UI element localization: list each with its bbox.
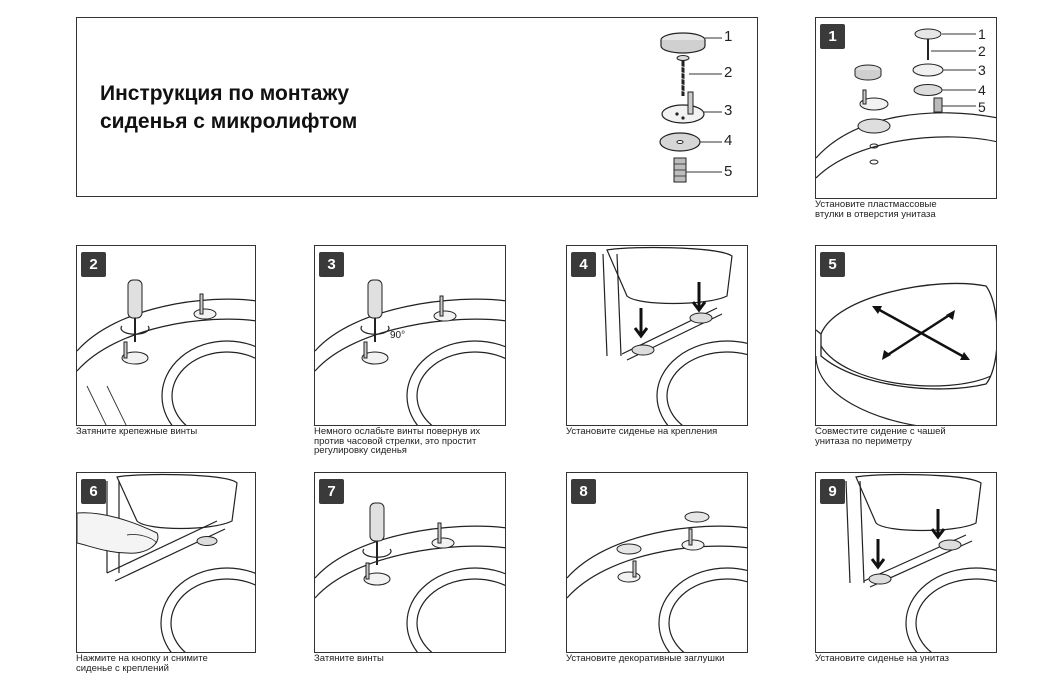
step-1-panel: 1 1 2 3 4 5 bbox=[815, 17, 997, 199]
step-1-part-4: 4 bbox=[978, 82, 986, 98]
part-screw bbox=[676, 55, 722, 96]
parts-diagram bbox=[659, 32, 722, 183]
step-6-caption: Нажмите на кнопку и снимите сиденье с кр… bbox=[76, 653, 208, 674]
step-3-panel: 3 90° bbox=[314, 245, 506, 426]
step-1-illustration bbox=[816, 28, 996, 179]
step-3-angle-label: 90° bbox=[390, 330, 406, 341]
step-8-panel: 8 bbox=[566, 472, 748, 653]
step-1-badge: 1 bbox=[820, 24, 845, 49]
part-number-5: 5 bbox=[724, 163, 733, 180]
step-5-illustration bbox=[816, 282, 996, 425]
step-9-panel: 9 bbox=[815, 472, 997, 653]
step-7-caption: Затяните винты bbox=[314, 653, 384, 664]
step-5-caption: Совместите сидение с чашей унитаза по пе… bbox=[815, 426, 946, 447]
header-panel: 1 2 3 4 5 bbox=[76, 17, 758, 197]
step-8-badge: 8 bbox=[571, 479, 596, 504]
step-4-caption: Установите сиденье на крепления bbox=[566, 426, 718, 437]
step-2-illustration bbox=[77, 279, 255, 425]
step-7-panel: 7 bbox=[314, 472, 506, 653]
step-6-panel: 6 bbox=[76, 472, 256, 653]
step-1-part-5: 5 bbox=[978, 99, 986, 115]
page-title: Инструкция по монтажу сиденья с микролиф… bbox=[100, 82, 358, 133]
step-4-badge: 4 bbox=[571, 252, 596, 277]
step-6-illustration bbox=[77, 473, 255, 652]
part-number-2: 2 bbox=[724, 64, 733, 81]
step-2-panel: 2 bbox=[76, 245, 256, 426]
part-anchor bbox=[673, 157, 722, 183]
part-number-3: 3 bbox=[724, 102, 733, 119]
step-4-panel: 4 bbox=[566, 245, 748, 426]
step-9-caption: Установите сиденье на унитаз bbox=[815, 653, 949, 664]
step-2-badge: 2 bbox=[81, 252, 106, 277]
step-1-caption: Установите пластмассовые втулки в отверс… bbox=[815, 199, 937, 220]
step-3-caption: Немного ослабьте винты повернув их проти… bbox=[314, 426, 481, 456]
step-8-illustration bbox=[567, 511, 747, 652]
step-1-part-3: 3 bbox=[978, 62, 986, 78]
part-gasket bbox=[659, 132, 722, 152]
step-8-caption: Установите декоративные заглушки bbox=[566, 653, 725, 664]
step-5-badge: 5 bbox=[820, 252, 845, 277]
step-9-illustration bbox=[845, 473, 996, 652]
part-cap bbox=[660, 32, 722, 54]
step-6-badge: 6 bbox=[81, 479, 106, 504]
step-7-badge: 7 bbox=[319, 479, 344, 504]
step-9-badge: 9 bbox=[820, 479, 845, 504]
step-5-panel: 5 bbox=[815, 245, 997, 426]
step-7-illustration bbox=[315, 502, 505, 652]
step-3-badge: 3 bbox=[319, 252, 344, 277]
part-number-1: 1 bbox=[724, 28, 733, 45]
step-1-part-2: 2 bbox=[978, 43, 986, 59]
step-2-caption: Затяните крепежные винты bbox=[76, 426, 198, 437]
step-1-part-1: 1 bbox=[978, 26, 986, 42]
step-3-illustration bbox=[315, 279, 505, 425]
step-4-illustration bbox=[602, 246, 747, 425]
part-number-4: 4 bbox=[724, 132, 733, 149]
part-plate bbox=[661, 91, 722, 124]
